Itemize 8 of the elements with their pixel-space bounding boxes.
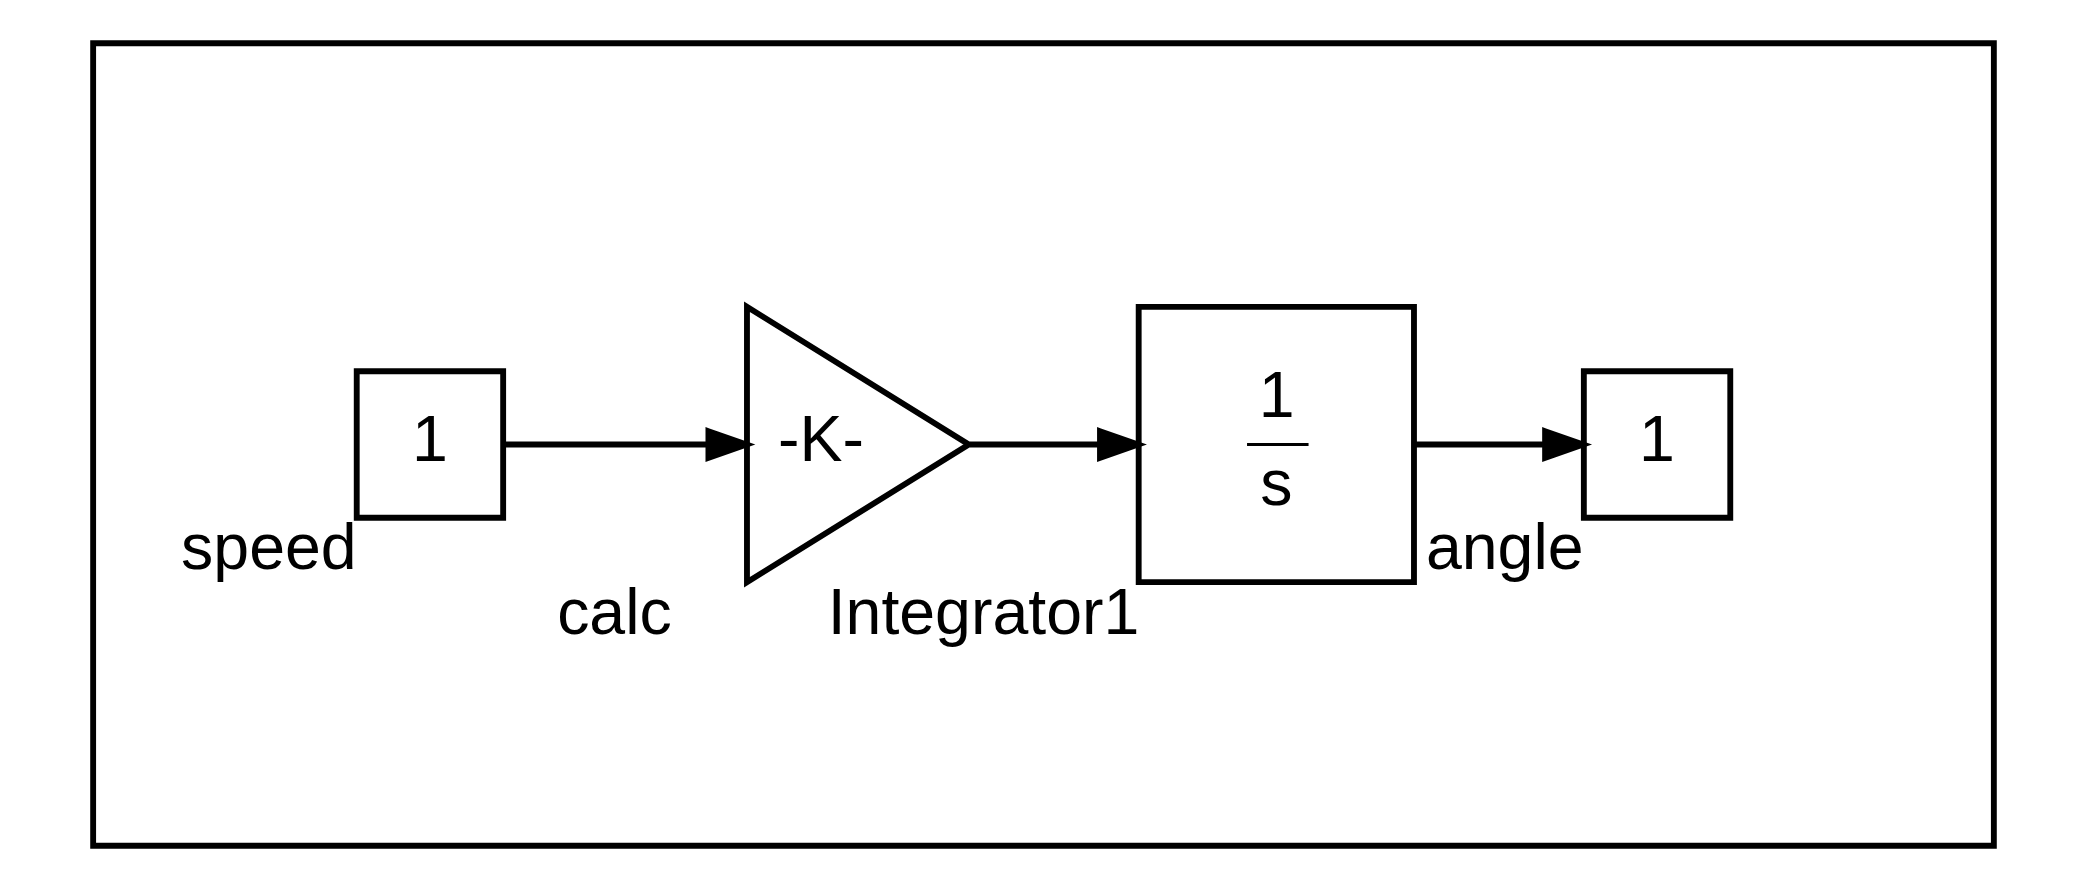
node-box: 1 xyxy=(1580,368,1734,521)
node-box: 1 s xyxy=(1135,303,1417,586)
arrow xyxy=(969,427,1147,462)
arrow xyxy=(1414,427,1593,462)
node-label: calc xyxy=(557,575,672,648)
cluster xyxy=(90,40,1997,849)
node-box: 1 xyxy=(353,368,507,521)
arrow xyxy=(503,427,756,462)
